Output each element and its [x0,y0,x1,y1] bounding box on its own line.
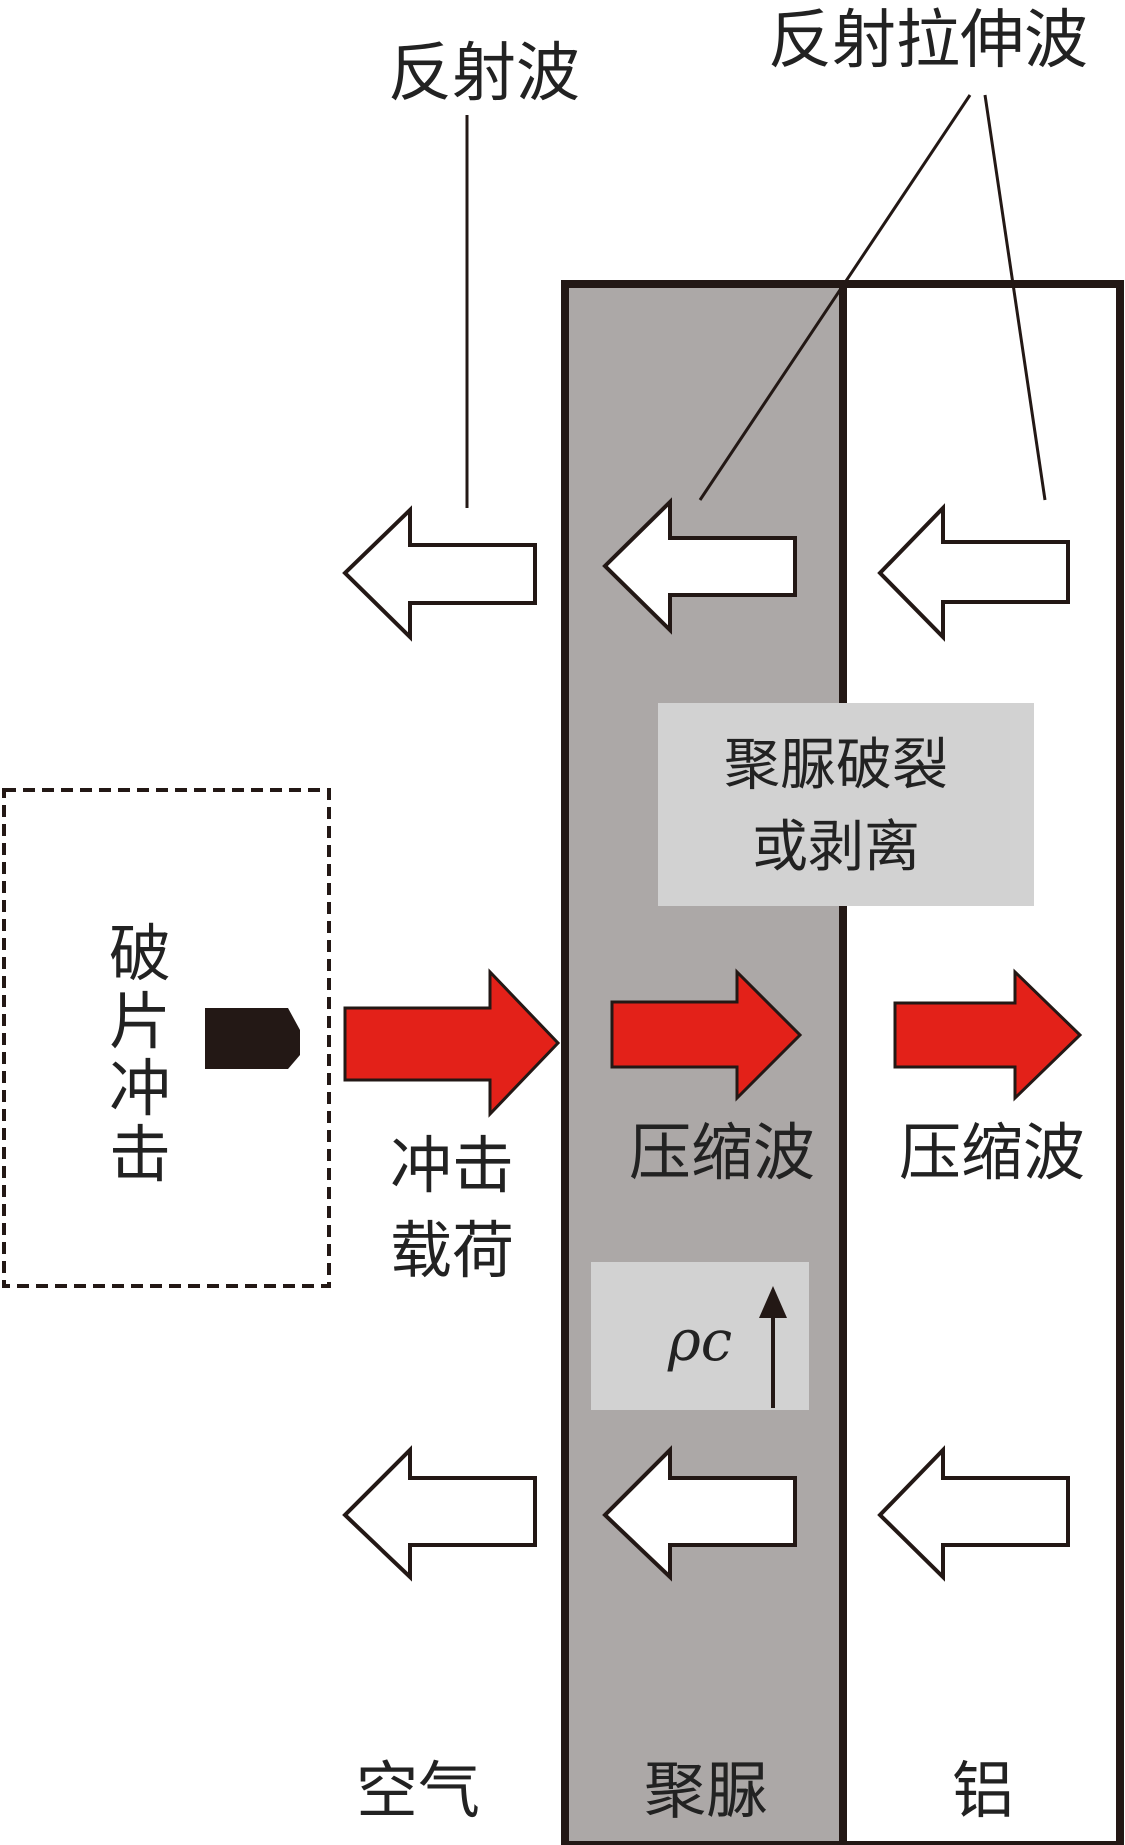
fragment-impact-char-1: 破 [109,917,171,990]
reflected-tensile-wave-label: 反射拉伸波 [768,4,1088,78]
compression-wave-polyurea-label: 压缩波 [629,1116,815,1189]
reflected-arrow-polyurea-bottom [602,1445,797,1582]
compression-wave-aluminum-label: 压缩波 [899,1116,1085,1189]
reflected-arrow-aluminum-top [877,503,1070,642]
reflected-arrow-aluminum-bottom [877,1445,1070,1582]
impact-load-line-1: 冲击 [390,1129,514,1202]
region-aluminum-label: 铝 [952,1754,1014,1827]
reflected-arrow-air-top [342,505,537,642]
impedance-symbol: ρc [667,1309,732,1374]
compression-arrow-polyurea [610,968,803,1102]
fracture-box-line-2: 或剥离 [752,815,920,880]
fracture-box-line-1: 聚脲破裂 [724,733,948,798]
fragment-impact-char-4: 击 [109,1118,171,1191]
region-air-label: 空气 [356,1754,480,1827]
region-polyurea-label: 聚脲 [644,1754,768,1827]
fragment-impact-char-3: 冲 [109,1052,171,1125]
reflected-arrow-polyurea-top [602,497,797,635]
tensile-wave-leader-left [698,94,972,501]
tensile-wave-leader-right [983,94,1047,501]
reflected-wave-label: 反射波 [388,37,580,111]
impact-load-arrow [343,968,561,1118]
fragment-impact-char-2: 片 [109,985,171,1058]
fragment-impact-box [2,788,331,1288]
fragment-icon [205,1008,300,1069]
reflected-arrow-air-bottom [342,1445,537,1582]
up-arrow-icon [759,1286,787,1318]
impact-load-line-2: 载荷 [390,1214,514,1287]
compression-arrow-aluminum [893,968,1083,1102]
fracture-box [658,703,1034,906]
